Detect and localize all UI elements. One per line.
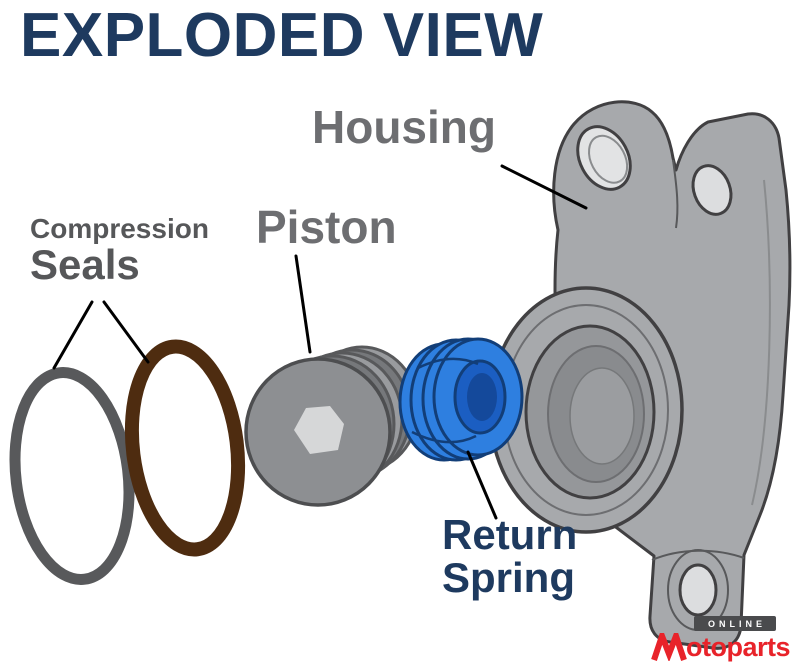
label-compression-seals: Compression Seals <box>30 214 209 287</box>
page-title: EXPLODED VIEW <box>20 1 544 70</box>
leader-line-seal-gray <box>52 300 94 370</box>
housing-upper-right-hole <box>691 164 733 216</box>
housing-bore <box>488 286 684 534</box>
housing-illustration <box>488 100 792 650</box>
leader-line-return-spring <box>466 450 498 520</box>
spring-coil-line-top <box>417 357 479 370</box>
label-return-line2: Spring <box>442 553 575 601</box>
piston-face-highlight <box>294 406 344 454</box>
return-spring-illustration <box>398 337 524 462</box>
brand-logo: ONLINE otoparts <box>651 616 791 662</box>
spring-inner-shadow <box>467 373 497 421</box>
housing-boss-seam <box>672 159 679 229</box>
leader-line-housing <box>500 164 588 210</box>
logo-m-icon <box>651 633 687 661</box>
logo-wordmark: otoparts <box>651 632 791 662</box>
label-compression-line1: Compression <box>30 213 209 244</box>
label-compression-line2: Seals <box>30 241 140 289</box>
label-housing: Housing <box>312 101 496 153</box>
housing-side-shading <box>751 179 771 506</box>
leader-line-piston <box>294 254 312 354</box>
housing-bottom-hole <box>667 549 729 631</box>
logo-otoparts-text: otoparts <box>686 632 791 662</box>
spring-coil-line-bottom <box>411 430 477 444</box>
label-return-spring: Return Spring <box>442 511 578 601</box>
label-piston: Piston <box>256 201 397 253</box>
label-return-line1: Return <box>442 511 578 558</box>
leader-line-seal-brown <box>102 300 150 364</box>
seal-ring-gray <box>9 367 135 585</box>
piston-illustration <box>244 345 420 507</box>
seal-ring-brown <box>124 339 246 557</box>
logo-online-badge: ONLINE <box>693 616 776 631</box>
leader-lines <box>52 164 588 520</box>
housing-top-hole <box>576 125 632 191</box>
